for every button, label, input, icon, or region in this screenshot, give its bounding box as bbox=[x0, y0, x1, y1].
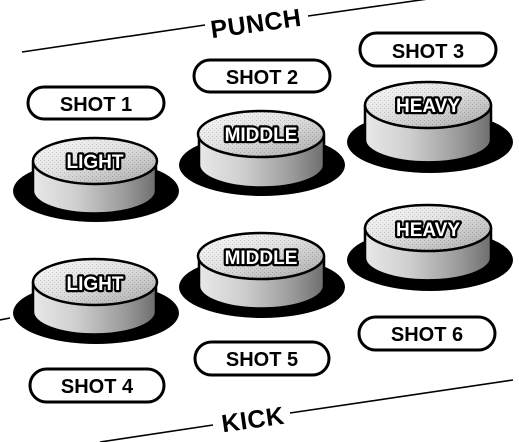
punch-heavy-button[interactable]: HEAVY bbox=[347, 80, 513, 173]
kick-light-group: LIGHT SHOT 4 bbox=[13, 257, 179, 404]
kick-divider-left-line bbox=[99, 424, 214, 442]
kick-heavy-button[interactable]: HEAVY bbox=[347, 203, 513, 291]
kick-section-label: KICK bbox=[220, 402, 286, 439]
kick-divider-right-line bbox=[289, 379, 514, 414]
kick-heavy-label: HEAVY bbox=[396, 220, 460, 241]
punch-heavy-label: HEAVY bbox=[396, 96, 460, 117]
kick-middle-button[interactable]: MIDDLE bbox=[179, 231, 345, 318]
shot-1-label: SHOT 1 bbox=[60, 94, 132, 116]
shot-4-pill: SHOT 4 bbox=[28, 367, 166, 404]
kick-middle-group: MIDDLE SHOT 5 bbox=[179, 231, 345, 377]
punch-middle-button[interactable]: MIDDLE bbox=[179, 109, 345, 196]
punch-heavy-group: SHOT 3 HEAVY bbox=[347, 31, 513, 173]
shot-6-label: SHOT 6 bbox=[391, 324, 463, 346]
punch-middle-group: SHOT 2 MIDDLE bbox=[179, 58, 345, 196]
kick-light-button[interactable]: LIGHT bbox=[13, 257, 179, 344]
shot-6-pill: SHOT 6 bbox=[357, 315, 497, 352]
punch-middle-label: MIDDLE bbox=[225, 125, 298, 146]
punch-divider-right-line bbox=[307, 0, 427, 17]
kick-light-label: LIGHT bbox=[67, 274, 124, 295]
punch-divider-left-line bbox=[21, 24, 206, 53]
kick-heavy-group: HEAVY SHOT 6 bbox=[347, 203, 513, 352]
punch-light-label: LIGHT bbox=[67, 152, 124, 173]
shot-4-label: SHOT 4 bbox=[61, 376, 134, 398]
kick-middle-label: MIDDLE bbox=[225, 248, 298, 269]
shot-3-pill: SHOT 3 bbox=[358, 31, 498, 68]
punch-section-label: PUNCH bbox=[209, 4, 303, 44]
shot-5-pill: SHOT 5 bbox=[193, 340, 331, 377]
shot-2-label: SHOT 2 bbox=[226, 67, 298, 89]
shot-2-pill: SHOT 2 bbox=[192, 58, 332, 94]
punch-light-button[interactable]: LIGHT bbox=[13, 136, 179, 222]
punch-light-group: SHOT 1 LIGHT bbox=[13, 85, 179, 222]
shot-1-pill: SHOT 1 bbox=[26, 85, 166, 121]
edge-tick bbox=[0, 317, 11, 321]
shot-5-label: SHOT 5 bbox=[226, 349, 298, 371]
shot-3-label: SHOT 3 bbox=[392, 41, 464, 63]
